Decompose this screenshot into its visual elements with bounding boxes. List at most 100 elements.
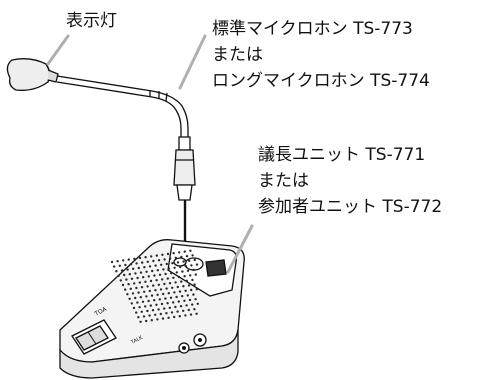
grille-hole	[184, 289, 187, 292]
grille-hole	[192, 293, 195, 296]
grille-hole	[187, 308, 190, 312]
grille-hole	[145, 295, 148, 298]
grille-hole	[139, 271, 143, 274]
leader-unit	[226, 224, 254, 274]
grille-hole	[152, 284, 155, 287]
grille-hole	[175, 271, 178, 274]
grille-hole	[173, 266, 176, 269]
grille-hole	[177, 300, 180, 303]
grille-hole	[158, 298, 161, 301]
grille-hole	[172, 276, 175, 279]
grille-hole	[183, 299, 186, 302]
grille-hole	[176, 261, 180, 264]
grille-hole	[160, 302, 164, 306]
grille-hole	[128, 273, 131, 276]
grille-hole	[141, 261, 144, 264]
grille-hole	[167, 267, 171, 270]
grille-hole	[193, 258, 196, 262]
microphone-head	[6, 58, 59, 91]
grille-hole	[189, 313, 193, 316]
grille-hole	[182, 309, 185, 312]
grille-hole	[147, 275, 150, 278]
grille-hole	[128, 297, 131, 300]
grille-hole	[184, 265, 187, 268]
grille-hole	[157, 308, 160, 311]
grille-hole	[134, 296, 137, 300]
grille-hole	[124, 288, 127, 291]
grille-hole	[146, 285, 149, 288]
grille-hole	[159, 288, 163, 291]
grille-hole	[180, 280, 183, 283]
grille-hole	[163, 307, 166, 310]
indicator-lamp-slot	[205, 259, 227, 277]
grille-hole	[195, 288, 198, 291]
grille-hole	[185, 304, 188, 307]
grille-hole	[133, 257, 136, 260]
grille-hole	[137, 316, 140, 319]
label-unit-delegate: 参加者ユニット TS-772	[258, 197, 443, 217]
label-microphone-long: ロングマイクロホン TS-774	[212, 71, 430, 91]
grille-hole	[165, 312, 168, 315]
grille-hole	[136, 276, 139, 280]
grille-hole	[146, 260, 149, 263]
grille-hole	[139, 296, 142, 299]
grille-hole	[149, 279, 153, 283]
grille-hole	[131, 292, 135, 295]
grille-hole	[191, 278, 194, 282]
grille-hole	[169, 296, 173, 299]
grille-hole	[127, 283, 130, 286]
grille-hole	[126, 293, 129, 296]
grille-hole	[121, 283, 125, 287]
grille-hole	[161, 278, 164, 281]
grille-hole	[158, 273, 162, 276]
grille-hole	[165, 287, 168, 290]
grille-hole	[168, 282, 172, 285]
grille-hole	[170, 272, 173, 275]
leader-indicator	[46, 34, 70, 66]
grille-hole	[163, 282, 166, 286]
grille-hole	[132, 267, 135, 270]
grille-hole	[161, 253, 164, 256]
grille-hole	[161, 317, 165, 320]
grille-hole	[145, 270, 148, 273]
grille-hole	[171, 286, 174, 289]
grille-hole	[189, 274, 192, 277]
speaker-grille	[110, 249, 199, 323]
grille-hole	[136, 301, 139, 304]
label-microphone-standard: 標準マイクロホン TS-773	[212, 19, 413, 39]
talk-mark: TALK	[129, 334, 144, 346]
grille-hole	[174, 281, 177, 284]
grille-hole	[157, 283, 160, 286]
grille-hole	[179, 305, 183, 308]
grille-hole	[118, 264, 122, 267]
grille-hole	[174, 256, 177, 259]
grille-hole	[125, 278, 128, 281]
grille-hole	[135, 286, 138, 290]
grille-hole	[113, 265, 116, 268]
grille-hole	[166, 277, 169, 280]
label-unit-chairman: 議長ユニット TS-771	[258, 145, 426, 165]
grille-hole	[192, 268, 195, 272]
grille-hole	[123, 273, 126, 277]
grille-hole	[155, 279, 158, 282]
grille-hole	[155, 303, 158, 306]
grille-hole	[180, 255, 183, 259]
grille-hole	[149, 304, 152, 307]
grille-hole	[117, 274, 120, 277]
grille-hole	[129, 263, 133, 266]
grille-hole	[183, 250, 186, 253]
grille-hole	[178, 251, 181, 254]
grille-hole	[148, 265, 152, 268]
grille-hole	[194, 273, 197, 276]
grille-hole	[138, 306, 141, 309]
grille-hole	[142, 315, 146, 318]
grille-hole	[110, 260, 114, 264]
grille-hole	[156, 269, 159, 272]
grille-hole	[165, 262, 168, 266]
grille-hole	[151, 269, 154, 273]
grille-hole	[172, 301, 175, 304]
grille-hole	[138, 281, 141, 284]
grille-hole	[190, 288, 193, 292]
leader-lines	[46, 34, 254, 274]
